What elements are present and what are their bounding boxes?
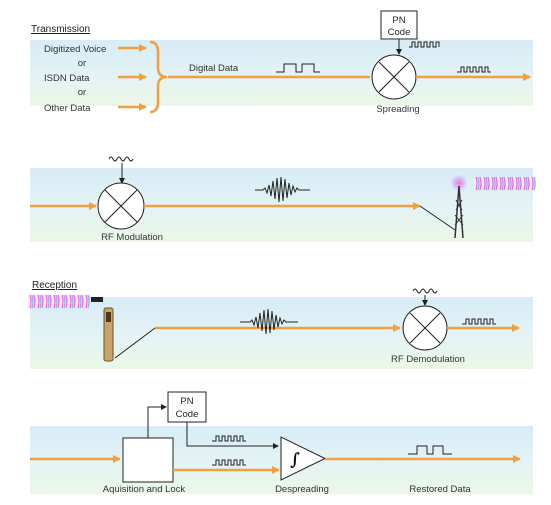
- acq-to-pn-connector: [147, 404, 167, 438]
- section-label-transmission: Transmission: [31, 24, 90, 35]
- acq-output-waveform: [212, 459, 246, 466]
- rf-demodulation-label: RF Demodulation: [391, 354, 465, 365]
- restored-data-label: Restored Data: [409, 484, 471, 495]
- input-isdn-data: ISDN Data: [44, 73, 90, 84]
- pn-to-despreader-connector: [186, 422, 279, 449]
- section-label-reception: Reception: [32, 280, 77, 291]
- carrier-wave-tx: [108, 156, 134, 162]
- svg-text:Code: Code: [388, 27, 411, 38]
- input-labels: Digitized Voice or ISDN Data or Other Da…: [44, 44, 106, 114]
- radio-waves-tx: [474, 176, 536, 191]
- restored-waveform: [408, 445, 452, 455]
- svg-text:PN: PN: [180, 396, 193, 407]
- acquisition-lock-label: Aquisition and Lock: [103, 484, 186, 495]
- spreading-label: Spreading: [376, 104, 419, 115]
- pn-code-box-rx: PN Code: [167, 391, 207, 423]
- despreading-label: Despreading: [275, 484, 329, 495]
- digital-data-waveform: [276, 63, 320, 73]
- svg-text:PN: PN: [392, 15, 405, 26]
- svg-text:∫: ∫: [290, 450, 300, 470]
- input-other-data: Other Data: [44, 103, 91, 114]
- radio-waves-rx: [28, 294, 90, 309]
- band-spreading: [30, 40, 533, 106]
- despreading-integrator: ∫: [280, 436, 327, 481]
- handset-rx: [91, 297, 114, 362]
- spread-output-waveform: [457, 66, 491, 73]
- pn-code-box-tx: PN Code: [380, 10, 418, 40]
- input-or-2: or: [78, 87, 86, 98]
- pn-waveform-tx: [409, 41, 440, 48]
- rf-demodulation-mixer: [402, 305, 448, 351]
- input-digitized-voice: Digitized Voice: [44, 44, 106, 55]
- svg-text:Code: Code: [176, 409, 199, 420]
- spreading-mixer: [371, 54, 417, 100]
- antenna-feed-tx: [419, 205, 456, 231]
- rf-burst-rx: [240, 308, 298, 335]
- rf-demod-output-waveform: [462, 318, 496, 325]
- acquisition-lock-box: [122, 437, 174, 483]
- rf-burst-tx: [255, 176, 310, 203]
- band-rf-demodulation: [30, 297, 533, 369]
- carrier-wave-rx: [412, 288, 438, 294]
- rf-modulation-label: RF Modulation: [101, 232, 163, 243]
- digital-data-label: Digital Data: [189, 63, 239, 74]
- input-arrows: [118, 44, 147, 111]
- input-brace: [149, 40, 168, 114]
- handset-feed-rx: [114, 327, 156, 359]
- rf-modulation-mixer: [97, 182, 145, 230]
- pn-waveform-rx: [212, 435, 246, 442]
- input-or-1: or: [78, 58, 86, 69]
- antenna-tower-tx: [448, 172, 470, 239]
